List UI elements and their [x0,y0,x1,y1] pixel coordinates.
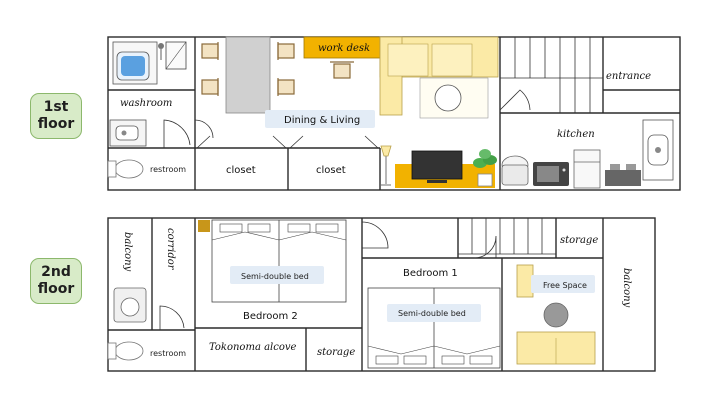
microwave-icon [533,162,569,186]
balcony-left-label: balcony [122,232,133,272]
second-floor: balcony corridor restroom Semi- [107,217,656,372]
stove-icon [605,164,641,186]
chair-icon [330,61,354,79]
dining-area [194,36,295,139]
second-floor-outline [107,217,656,372]
stairs-1f [499,37,680,190]
corridor-label: corridor [165,228,176,271]
sofa-icon [516,331,596,365]
washbasin-icon [109,119,147,147]
kitchen: kitchen [501,119,674,189]
work-desk-label: work desk [318,43,370,54]
free-space-label: Free Space [543,281,587,290]
bathtub-icon [112,41,164,85]
sofa-icon [379,36,499,119]
washroom-label: washroom [120,98,172,109]
dining-living-label: Dining & Living [284,115,360,126]
bed-icon [367,287,501,369]
closet-label-b: closet [316,165,346,176]
rice-cooker-icon [501,155,529,186]
balcony-right-label: balcony [621,268,632,308]
toilet-icon [107,159,144,179]
closet-label-a: closet [226,165,256,176]
work-desk: work desk [303,36,381,79]
restroom-label-1f: restroom [150,165,186,174]
toilet-icon [107,341,144,361]
tokonoma-label: Tokonoma alcove [209,342,297,353]
dining-table [225,36,271,114]
bedroom1-label: Bedroom 1 [403,268,458,279]
chair-icon [516,264,534,298]
free-space: Free Space [516,218,604,371]
bedroom-2: Semi-double bed Bedroom 2 [198,219,389,322]
entrance-label: entrance [606,71,651,82]
floor-badge-2nd: 2nd floor [30,258,82,304]
sink-icon [642,119,674,181]
chair-icon [201,42,295,96]
plant-icon [473,149,497,187]
storage-b-label: storage [560,235,598,246]
dining-living-label-box [265,110,375,128]
fridge-icon [573,149,601,189]
washroom: washroom restroom [107,37,196,190]
closets: closet closet [195,135,381,190]
floor-lamp-icon [380,145,392,186]
stairs-2f [457,218,603,259]
washing-machine-icon [113,287,147,323]
restroom-label-2f: restroom [150,349,186,358]
floor-badge-1st: 1st floor [30,93,82,139]
bedroom-1: Bedroom 1 Semi-double bed [362,235,503,371]
bed-label-a: Semi-double bed [241,272,309,281]
first-floor: washroom restroom closet closet [107,36,681,191]
storage-a-label: storage [317,347,355,358]
bed-icon [211,219,347,303]
bed-label-b: Semi-double bed [398,309,466,318]
bedroom2-label: Bedroom 2 [243,311,298,322]
kitchen-label: kitchen [557,129,595,140]
